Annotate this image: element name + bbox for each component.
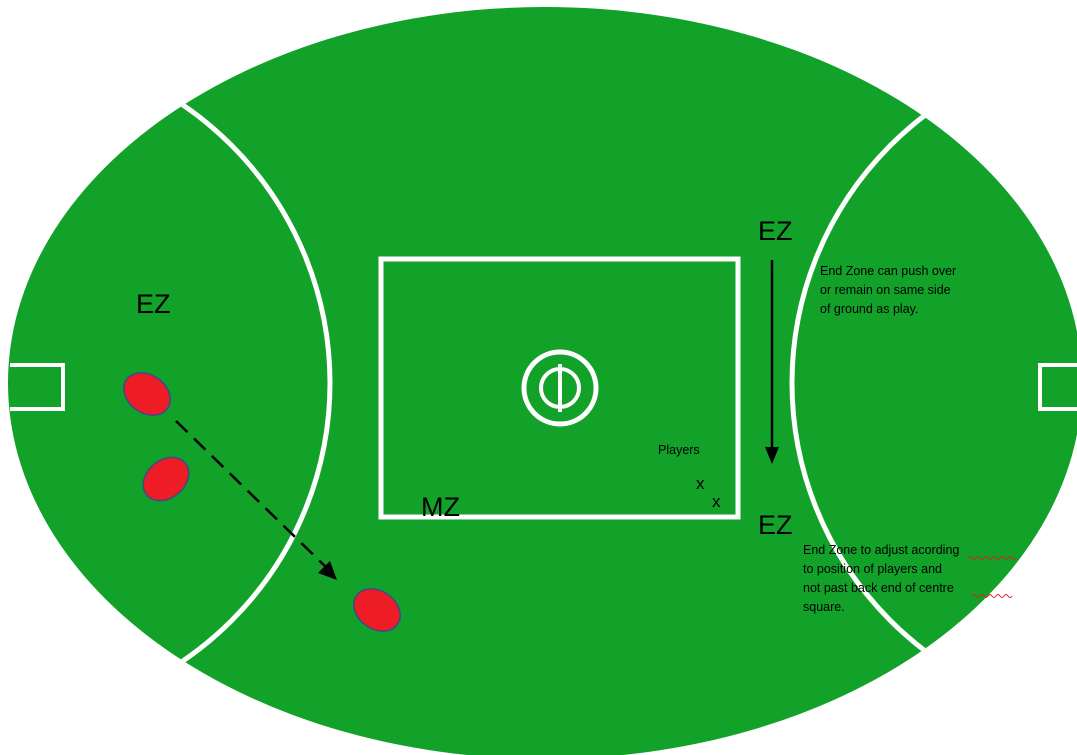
spellcheck-underline	[971, 594, 1013, 598]
note-bottom-line: End Zone to adjust acording	[803, 543, 959, 557]
centre-square	[378, 256, 741, 520]
note-bottom-line: to position of players and	[803, 562, 942, 576]
note-bottom-line: not past back end of centre	[803, 581, 954, 595]
dashed-arrow-head	[318, 561, 337, 580]
ez-left-label: EZ	[136, 289, 171, 319]
football-icon	[353, 588, 401, 632]
left-fifty-arc	[8, 44, 333, 722]
football-icon	[142, 456, 190, 502]
note-top-line: End Zone can push over	[820, 264, 956, 278]
right-fifty-arc	[789, 44, 1077, 722]
left-goal-square	[10, 363, 65, 411]
mz-label: MZ	[421, 492, 460, 522]
player-marker: x	[696, 474, 705, 493]
down-arrow-head	[765, 447, 779, 464]
note-bottom-line: square.	[803, 600, 845, 614]
spellcheck-underline	[967, 556, 1017, 560]
dashed-arrow-icon	[175, 420, 331, 572]
note-top-line: of ground as play.	[820, 302, 918, 316]
football-icon	[123, 372, 171, 416]
players-label: Players	[658, 443, 700, 457]
player-marker: x	[712, 492, 721, 511]
centre-outer-circle	[521, 349, 599, 427]
right-goal-square	[1038, 363, 1077, 411]
note-top-line: or remain on same side	[820, 283, 951, 297]
ez-right-bottom-label: EZ	[758, 510, 793, 540]
ez-right-top-label: EZ	[758, 216, 793, 246]
